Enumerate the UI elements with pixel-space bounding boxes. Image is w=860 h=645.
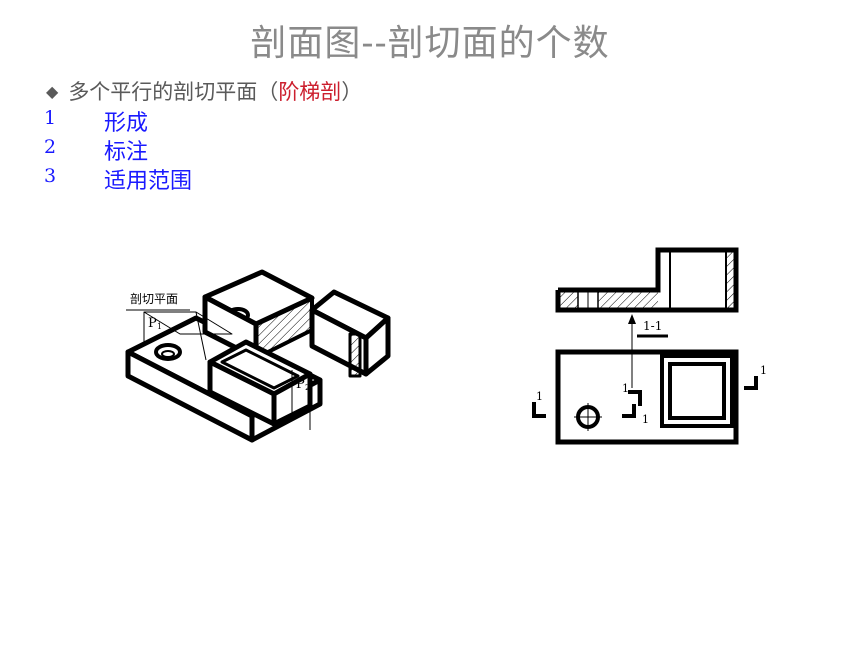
- mid-bottom-mark-label: 1: [642, 413, 649, 426]
- list-item-annotation[interactable]: 2 标注: [44, 134, 148, 166]
- p2-label: P: [296, 377, 305, 392]
- cut-mark-left: [532, 402, 546, 418]
- cutting-plane-p1: [143, 311, 233, 335]
- top-view-box-outer: [660, 354, 734, 428]
- section-view-1-1: [555, 247, 739, 313]
- box-wall-hatch: [726, 252, 734, 308]
- section-outline: [555, 247, 739, 313]
- p2-sub-label: 2: [305, 383, 310, 392]
- mid-top-mark-label: 1: [622, 382, 629, 395]
- list-item-label: 形成: [104, 111, 149, 136]
- diamond-bullet-icon: ◆: [46, 81, 59, 101]
- base-hole-inner: [161, 350, 175, 358]
- cut-mark-mid-bottom: [622, 404, 636, 418]
- p1-label: P: [148, 316, 157, 331]
- cutting-plane-p1-edge: [195, 311, 207, 361]
- bullet-suffix: ）: [341, 80, 363, 104]
- cut-plane-label: 剖切平面: [130, 292, 178, 306]
- bullet-prefix: 多个平行的剖切平面（: [68, 80, 279, 104]
- top-view: [532, 349, 758, 445]
- bullet-line: ◆ 多个平行的剖切平面（ 阶梯剖 ）: [46, 76, 362, 106]
- box-inner-opening: [220, 348, 300, 390]
- top-view-outline: [555, 349, 739, 445]
- cut-mark-right: [744, 376, 758, 390]
- top-view-box-inner: [668, 362, 726, 420]
- right-block-side: [363, 315, 391, 377]
- section-name-label: 1-1: [643, 319, 662, 333]
- list-item-number: 1: [44, 107, 57, 129]
- page-title: 剖面图--剖切面的个数: [250, 23, 610, 64]
- list-item-scope[interactable]: 3 适用范围: [44, 163, 192, 195]
- section-base-hatch: [558, 290, 658, 310]
- list-item-label: 适用范围: [104, 169, 193, 194]
- projection-arrow-head: [628, 314, 636, 324]
- cut-mark-mid-top: [628, 390, 642, 406]
- isometric-part-drawing: [125, 269, 391, 443]
- right-block-slot: [348, 332, 362, 378]
- bullet-highlight: 阶梯剖: [278, 80, 342, 104]
- list-item-number: 3: [44, 165, 57, 187]
- left-mark-label: 1: [536, 390, 543, 403]
- list-item-label: 标注: [104, 140, 149, 165]
- right-mark-label: 1: [760, 364, 767, 377]
- list-item-formation[interactable]: 1 形成: [44, 105, 148, 137]
- p1-sub-label: 1: [157, 322, 162, 331]
- list-item-number: 2: [44, 136, 57, 158]
